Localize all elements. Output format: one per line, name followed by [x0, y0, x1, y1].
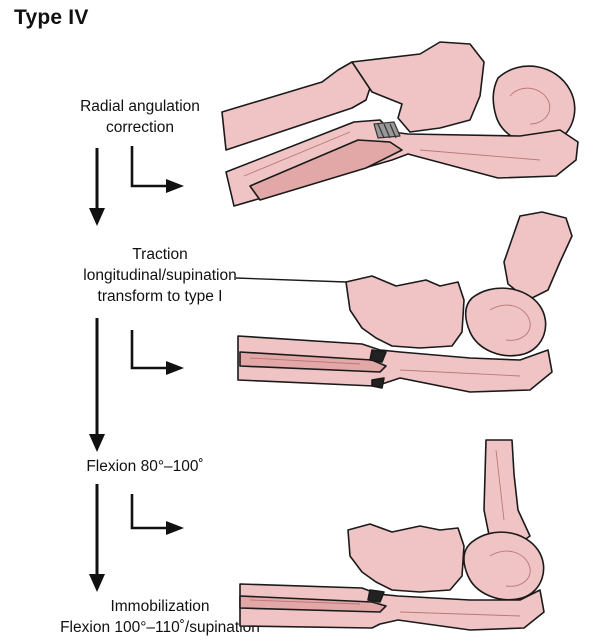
elbow-arrow-1: [130, 146, 184, 193]
step-1-line-1: Radial angulation: [80, 98, 200, 115]
elbow-arrow-2: [130, 330, 184, 375]
capitellum-2: [464, 287, 547, 357]
elbow-arrow-3: [130, 494, 184, 535]
flow-arrow-down-2: [89, 318, 105, 452]
radius-1: [249, 139, 403, 201]
step-4-line-2: Flexion 100°–110˚/supination: [60, 619, 260, 636]
elbow-illustration-1: [221, 41, 579, 207]
figure-title: Type IV: [14, 6, 89, 29]
step-4-line-1: Immobilization: [110, 598, 210, 615]
step-3-line-1: Flexion 80°–100˚: [86, 458, 204, 475]
elbow-illustration-2: [235, 211, 573, 393]
humerus-shaft-3: [483, 439, 531, 551]
flow-arrow-down-3: [89, 484, 105, 592]
step-label-radial-angulation: Radial angulation correction: [50, 96, 230, 138]
step-2-line-1: Traction: [132, 246, 188, 263]
olecranon-3: [347, 523, 465, 593]
fracture-hatch-1: [373, 121, 401, 139]
capitellum-3: [463, 531, 545, 601]
step-2-line-3: transform to type I: [97, 288, 223, 305]
ulna-3: [239, 583, 545, 631]
step-label-immobilization: Immobilization Flexion 100°–110˚/supinat…: [45, 596, 275, 638]
olecranon-2: [345, 275, 465, 349]
olecranon-1: [351, 41, 485, 133]
step-1-line-2: correction: [105, 119, 175, 136]
elbow-illustration-3: [239, 439, 545, 631]
humerus-shaft-2: [503, 211, 573, 301]
step-2-line-2: longitudinal/supination: [83, 267, 237, 284]
step-label-traction: Traction longitudinal/supination transfo…: [60, 244, 260, 307]
radius-3: [239, 595, 387, 613]
flow-arrow-down-1: [89, 148, 105, 226]
step-label-flexion: Flexion 80°–100˚: [50, 456, 240, 477]
radius-2: [239, 351, 387, 373]
